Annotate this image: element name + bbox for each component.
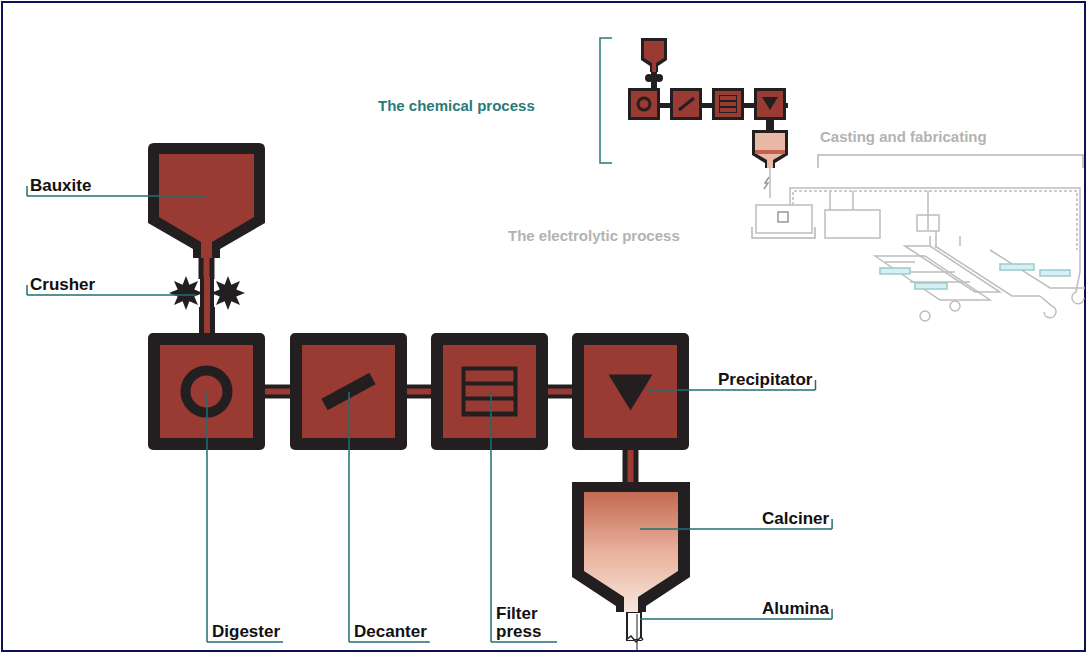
leader-line [831,519,833,529]
leader-line [831,609,833,619]
unit-label: Precipitator [718,371,812,389]
bracket [752,227,815,238]
unit-shape [431,333,548,450]
section-label: The electrolytic process [508,227,680,245]
unit-label: Bauxite [30,177,91,195]
leader-line [26,285,28,295]
unit-label: Filter press [496,605,554,641]
process-unit: Calciner [572,482,690,612]
leader-line [491,641,557,643]
pipe-connector [630,448,631,484]
leader-line [206,392,208,642]
pipe-connector [207,307,208,335]
mini-boxes [628,88,788,168]
unit-label: Alumina [762,600,829,618]
pipe-connector [263,391,292,392]
unit-shape [170,277,244,309]
leader-line [349,641,430,643]
leader-line [815,380,817,390]
unit-shape [572,482,690,612]
leader-line [26,186,28,196]
unit-label: Decanter [354,623,427,641]
section-label: Casting and fabricating [820,128,987,146]
leader-line [490,392,492,642]
process-unit: Crusher [170,277,244,309]
leader-line [27,195,205,197]
unit-label: Calciner [762,510,829,528]
pipe-connector [546,391,574,392]
overview-grey-sketch [756,168,1085,321]
bracket [818,155,1083,168]
leader-line [27,294,196,296]
unit-shape [572,333,689,450]
alumina-spout [626,612,643,650]
section-label: The chemical process [378,97,535,115]
unit-shape [148,143,265,258]
leader-line [207,641,283,643]
leader-line [648,389,815,391]
unit-label: Digester [212,623,280,641]
leader-line [640,528,832,530]
bracket [600,38,612,163]
process-unit: Precipitator [572,333,689,450]
unit-label: Crusher [30,276,95,294]
leader-line [348,392,350,642]
pipe-connector [206,256,207,279]
process-unit: Bauxite [148,143,265,258]
pipe-connector [405,391,433,392]
leader-line [640,618,832,620]
mini-hopper [641,38,667,72]
process-unit: Filter press [431,333,548,450]
